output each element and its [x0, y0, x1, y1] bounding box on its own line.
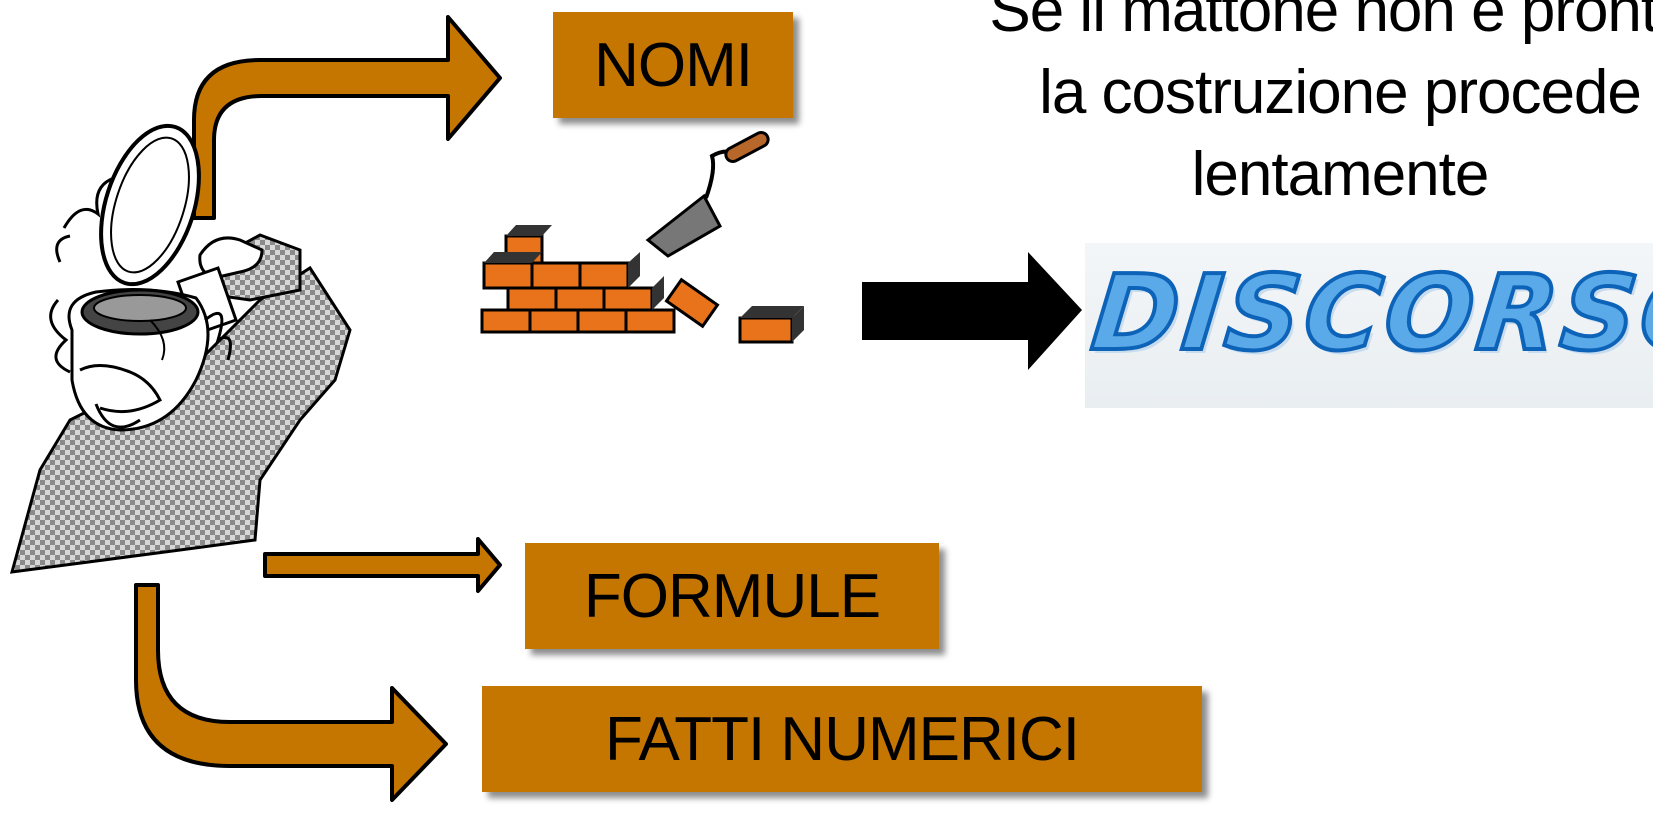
label-fatti-numerici: FATTI NUMERICI — [482, 686, 1202, 792]
caption-line-2: la costruzione procede — [1039, 58, 1642, 127]
caption-line-1: Se il mattone non è pronto — [989, 0, 1653, 45]
arrow-to-formule-icon — [263, 537, 502, 593]
arrow-to-fatti-numerici-icon — [134, 583, 448, 802]
label-formule: FORMULE — [525, 543, 939, 649]
person-opening-head-icon — [9, 123, 352, 574]
black-arrow-icon — [862, 252, 1082, 370]
caption-line-3: lentamente — [1191, 140, 1490, 209]
arrow-to-nomi-icon — [192, 15, 502, 220]
label-nomi: NOMI — [553, 12, 793, 118]
brick-wall-with-trowel-icon — [480, 130, 804, 344]
discorso-wordart: DISCORSO — [1085, 243, 1653, 408]
caption-text: Se il mattone non è pronto la costruzion… — [890, 0, 1653, 216]
discorso-text: DISCORSO — [1085, 250, 1653, 376]
